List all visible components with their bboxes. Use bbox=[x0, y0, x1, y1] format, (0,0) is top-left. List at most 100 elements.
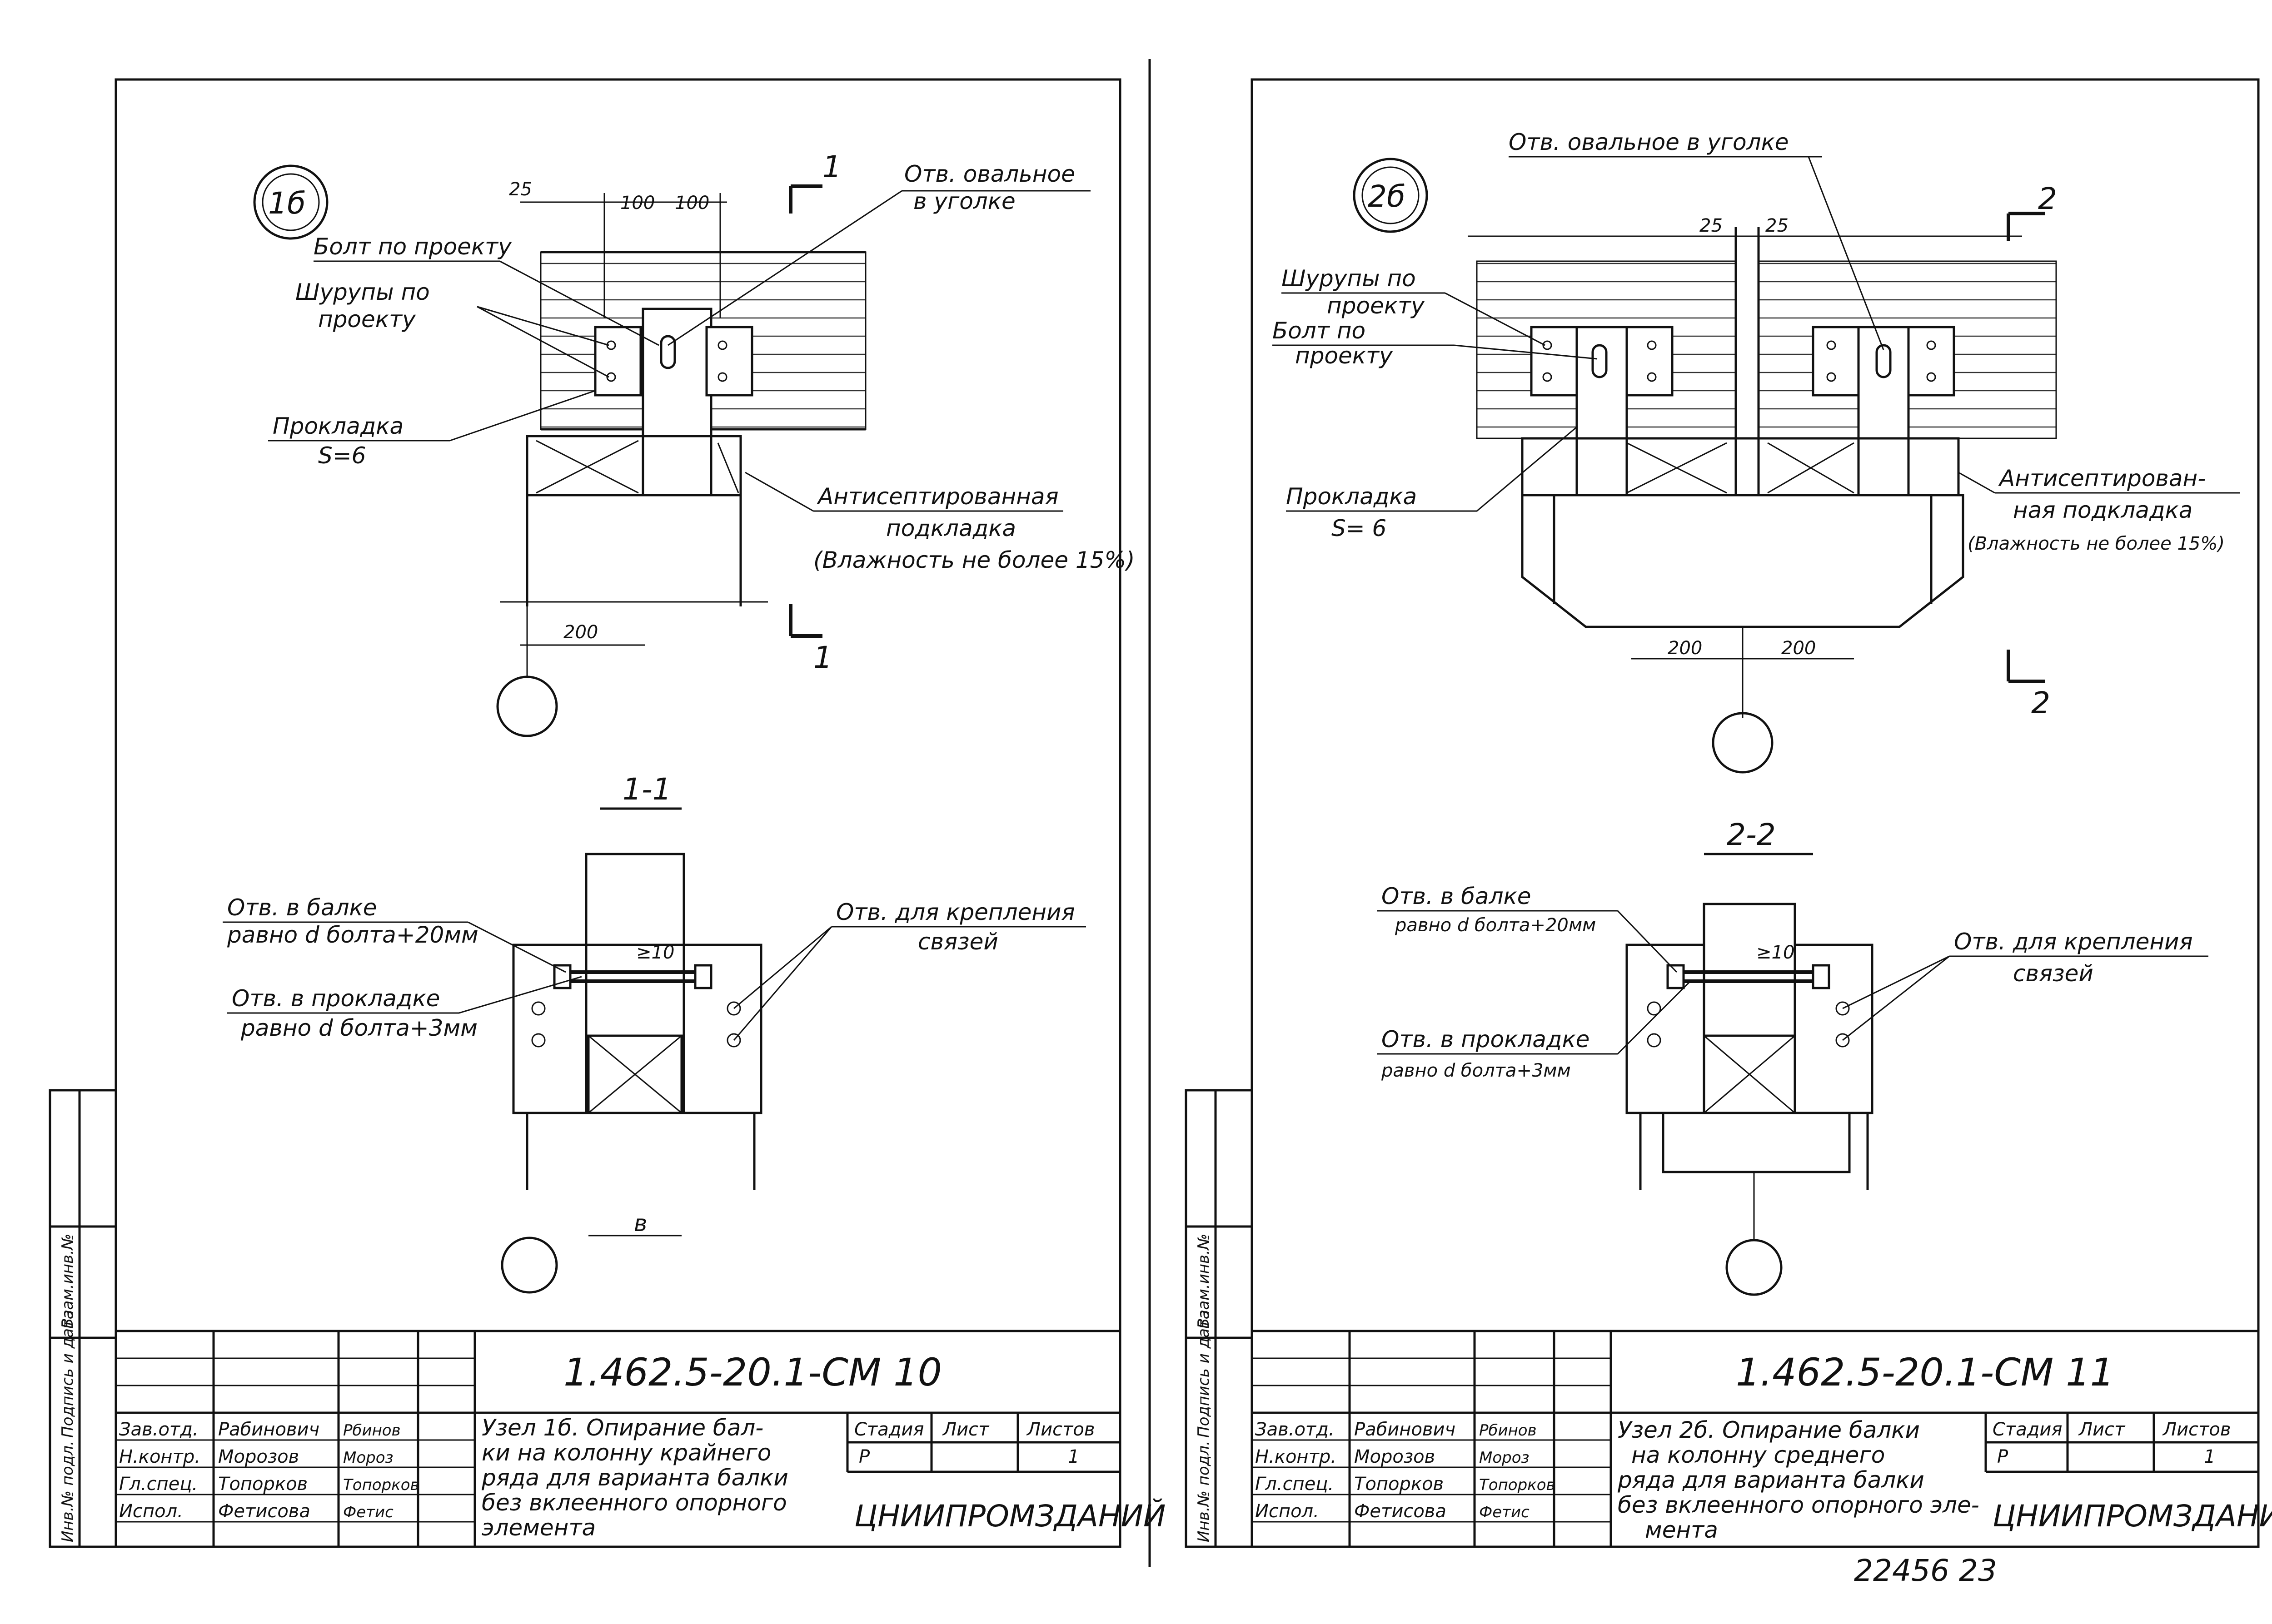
label-antiseptic-2: подкладка bbox=[886, 515, 1016, 541]
sheets-header-r: Листов bbox=[2162, 1419, 2231, 1440]
label-hole-beam-2: равно d болта+20мм bbox=[227, 922, 478, 948]
label-oval-2: в уголке bbox=[913, 188, 1016, 214]
label-oval-1: Отв. овальное bbox=[904, 161, 1075, 187]
dim-25: 25 bbox=[509, 179, 532, 200]
side-label-replace: Взам.инв.№ bbox=[59, 1234, 77, 1329]
label-screws-1: Шурупы по bbox=[295, 279, 430, 305]
sign-3: Топорков bbox=[343, 1476, 419, 1494]
role-r2: Н.контр. bbox=[1255, 1446, 1336, 1467]
name-r4: Фетисова bbox=[1354, 1501, 1446, 1522]
label-hole-pad-1: Отв. в прокладке bbox=[232, 985, 440, 1012]
label-bolt-r1: Болт по bbox=[1272, 318, 1365, 344]
label-antiseptic-r1: Антисептирован- bbox=[1998, 465, 2206, 492]
gap-label-r: ≥10 bbox=[1756, 942, 1794, 963]
role-r3: Гл.спец. bbox=[1255, 1474, 1334, 1495]
sign-r3: Топорков bbox=[1479, 1476, 1555, 1494]
dim-25b-r: 25 bbox=[1765, 215, 1789, 236]
label-pad-r2: S= 6 bbox=[1331, 515, 1386, 541]
title-line-3: ряда для варианта балки bbox=[481, 1465, 788, 1491]
side-label-sign-r: Подпись и дата bbox=[1195, 1310, 1213, 1438]
stage-value: Р bbox=[859, 1446, 870, 1467]
title-line-4: без вклеенного опорного bbox=[482, 1490, 787, 1516]
label-pad-r1: Прокладка bbox=[1286, 483, 1417, 510]
org-name-r: ЦНИИПРОМЗДАНИЙ bbox=[1993, 1498, 2272, 1534]
sheet-header-r: Лист bbox=[2078, 1419, 2126, 1440]
gap-label: ≥10 bbox=[636, 942, 674, 963]
node-circle-inner bbox=[262, 173, 320, 231]
name-r2: Морозов bbox=[1354, 1446, 1435, 1467]
label-screws-2: проекту bbox=[318, 306, 416, 333]
sheet-header: Лист bbox=[942, 1419, 990, 1440]
sheet-right-frame bbox=[1251, 78, 2260, 1548]
dim-100b: 100 bbox=[675, 193, 709, 214]
support-pad bbox=[526, 435, 742, 497]
name-3: Топорков bbox=[218, 1474, 308, 1495]
node-id: 1б bbox=[268, 186, 306, 221]
role-3: Гл.спец. bbox=[119, 1474, 198, 1495]
sign-4: Фетис bbox=[343, 1503, 394, 1521]
section-left-plate bbox=[512, 944, 588, 1114]
role-2: Н.контр. bbox=[119, 1446, 200, 1467]
title-line-r2: на колонну среднего bbox=[1631, 1442, 1885, 1468]
label-screws-r2: проекту bbox=[1327, 293, 1425, 319]
axis-bubble-section-r bbox=[1725, 1239, 1783, 1296]
sheet-left-frame bbox=[115, 78, 1121, 1548]
drawing-code: 1.462.5-20.1-СМ 10 bbox=[563, 1350, 942, 1395]
angle-plate-left bbox=[594, 326, 642, 397]
section-column bbox=[585, 853, 685, 946]
dim-200a-r: 200 bbox=[1668, 638, 1702, 659]
sign-2: Мороз bbox=[343, 1449, 394, 1467]
label-screws-r1: Шурупы по bbox=[1281, 265, 1416, 292]
label-hole-ties-2: связей bbox=[918, 929, 998, 955]
label-hole-ties-r2: связей bbox=[2013, 960, 2093, 987]
sign-r1: Рбинов bbox=[1479, 1421, 1537, 1440]
node-circle-outer-r bbox=[1353, 158, 1428, 233]
section-label-r: 2-2 bbox=[1727, 817, 1776, 852]
label-pad-2: S=6 bbox=[318, 442, 366, 469]
axis-bubble-r bbox=[1712, 712, 1774, 774]
sign-r4: Фетис bbox=[1479, 1503, 1530, 1521]
dim-100a: 100 bbox=[620, 193, 655, 214]
side-strip-right bbox=[1185, 1089, 1253, 1548]
axis-bubble bbox=[496, 675, 558, 737]
node-circle-inner-r bbox=[1361, 166, 1420, 224]
side-strip-left bbox=[49, 1089, 117, 1548]
side-label-inv: Инв.№ подл. bbox=[59, 1440, 77, 1542]
dim-200: 200 bbox=[563, 622, 598, 643]
stage-value-r: Р bbox=[1997, 1446, 2008, 1467]
sign-1: Рбинов bbox=[343, 1421, 401, 1440]
title-block-left: 1.462.5-20.1-СМ 10 Узел 1б. Опирание бал… bbox=[116, 1330, 1166, 1547]
sign-r2: Мороз bbox=[1479, 1449, 1530, 1467]
sheets-value-r: 1 bbox=[2204, 1446, 2215, 1467]
title-line-r5: мента bbox=[1645, 1517, 1718, 1543]
cut-mark-top-r: 2 bbox=[2038, 181, 2057, 216]
role-r4: Испол. bbox=[1255, 1501, 1319, 1522]
sheet-left: Инв.№ подл. Подпись и дата Взам.инв.№ 1б… bbox=[49, 78, 1166, 1548]
name-r1: Рабинович bbox=[1354, 1419, 1455, 1440]
title-line-5: элемента bbox=[482, 1515, 596, 1541]
title-line-1: Узел 1б. Опирание бал- bbox=[482, 1415, 763, 1441]
role-1: Зав.отд. bbox=[119, 1419, 199, 1440]
node-circle-outer bbox=[253, 164, 329, 240]
label-hole-ties-1: Отв. для крепления bbox=[836, 899, 1075, 925]
section-right-plate bbox=[683, 944, 762, 1114]
column-cap bbox=[1521, 494, 1964, 628]
role-4: Испол. bbox=[119, 1501, 183, 1522]
label-hole-beam-1: Отв. в балке bbox=[227, 894, 377, 921]
label-hole-ties-r1: Отв. для крепления bbox=[1954, 929, 2193, 955]
label-oval-r: Отв. овальное в уголке bbox=[1509, 129, 1789, 155]
name-4: Фетисова bbox=[218, 1501, 310, 1522]
label-antiseptic-3: (Влажность не более 15%) bbox=[813, 547, 1135, 573]
org-name: ЦНИИПРОМЗДАНИЙ bbox=[854, 1498, 1166, 1534]
label-hole-beam-r1: Отв. в балке bbox=[1381, 883, 1531, 909]
cut-mark-bottom: 1 bbox=[813, 640, 832, 675]
name-1: Рабинович bbox=[218, 1419, 319, 1440]
cut-mark-top: 1 bbox=[822, 149, 842, 184]
label-pad-1: Прокладка bbox=[273, 413, 404, 439]
title-line-r4: без вклеенного опорного эле- bbox=[1618, 1492, 1979, 1518]
label-bolt-r2: проекту bbox=[1295, 343, 1393, 369]
stage-header: Стадия bbox=[854, 1419, 924, 1440]
side-label-inv-r: Инв.№ подл. bbox=[1195, 1440, 1213, 1542]
oval-hole bbox=[660, 335, 676, 369]
